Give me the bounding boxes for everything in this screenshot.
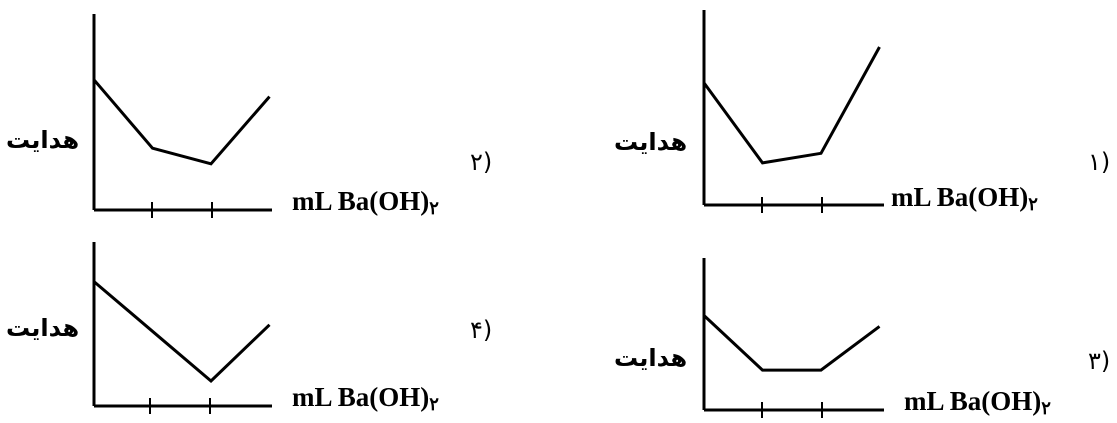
y-axis-label: هدایت: [6, 126, 80, 154]
option-1-number: ۱): [1088, 148, 1111, 176]
x-axis-label: mL Ba(OH)۲: [292, 382, 439, 414]
conductivity-curve: [92, 78, 271, 166]
option-3-number: ۳): [1088, 347, 1111, 375]
conductivity-curve: [93, 280, 271, 384]
conductivity-curve: [702, 46, 881, 165]
x-axis-label: mL Ba(OH)۲: [292, 186, 439, 218]
option-2-number: ۲): [470, 148, 493, 176]
option-4-number: ۴): [470, 316, 493, 344]
y-axis-label: هدایت: [614, 128, 688, 156]
y-axis-label: هدایت: [6, 314, 80, 342]
y-axis-label: هدایت: [614, 344, 688, 372]
x-axis-label: mL Ba(OH)۲: [891, 182, 1038, 214]
x-axis-label: mL Ba(OH)۲: [904, 386, 1051, 418]
conductivity-curve: [702, 314, 881, 372]
